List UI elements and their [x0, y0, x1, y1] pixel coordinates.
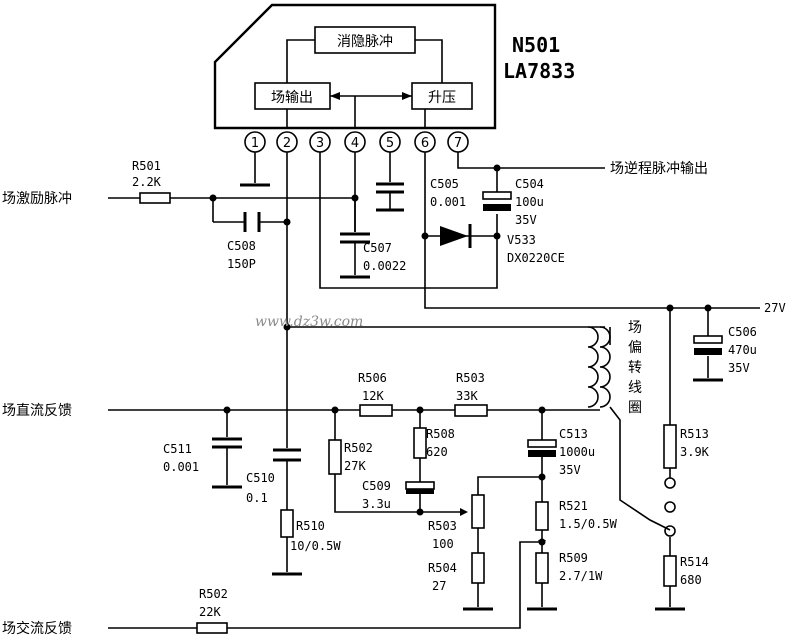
ic-block-output-label: 场输出 — [271, 90, 313, 106]
capacitor-c513 — [527, 439, 557, 448]
pin-2-label: 2 — [283, 136, 291, 151]
label-r503a-ref: R503 — [456, 371, 485, 385]
label-c509-value: 3.3u — [362, 497, 391, 511]
label-r506-value: 12K — [362, 389, 384, 403]
wires — [108, 152, 760, 629]
resistor-r502a — [328, 439, 342, 475]
label-c510-value: 0.1 — [246, 491, 268, 505]
label-r506-ref: R506 — [358, 371, 387, 385]
capacitor-c509 — [405, 481, 435, 490]
label-r521-ref: R521 — [559, 499, 588, 513]
capacitor-c504 — [482, 191, 512, 200]
label-c505-value: 0.001 — [430, 195, 466, 209]
label-r501-ref: R501 — [132, 159, 161, 173]
label-r510-value: 10/0.5W — [290, 539, 341, 553]
yoke-label-5: 圈 — [628, 400, 642, 416]
label-r514-value: 680 — [680, 573, 702, 587]
label-c507-ref: C507 — [363, 241, 392, 255]
junctions — [209, 164, 712, 546]
pin-4-label: 4 — [351, 136, 359, 151]
label-c504-ref: C504 — [515, 177, 544, 191]
ic-part: LA7833 — [503, 59, 575, 83]
label-c508-ref: C508 — [227, 239, 256, 253]
resistor-r503a — [454, 404, 488, 417]
resistor-r508 — [413, 427, 427, 459]
resistor-r504 — [471, 552, 485, 584]
label-c513-value: 1000u — [559, 445, 595, 459]
supply-27v: 27V — [764, 301, 786, 315]
label-r504-value: 27 — [432, 579, 446, 593]
signal-ac-feedback: 场交流反馈 — [2, 620, 72, 637]
label-r502b-value: 22K — [199, 605, 221, 619]
label-c505-ref: C505 — [430, 177, 459, 191]
resistor-r502b — [196, 622, 228, 634]
label-r521-value: 1.5/0.5W — [559, 517, 618, 531]
label-v533-ref: V533 — [507, 233, 536, 247]
pin-7-label: 7 — [454, 136, 462, 151]
yoke-label-3: 转 — [628, 360, 642, 376]
label-r510-ref: R510 — [296, 519, 325, 533]
watermark: www.dz3w.com — [255, 314, 363, 330]
label-r502a-ref: R502 — [344, 441, 373, 455]
label-r513-ref: R513 — [680, 427, 709, 441]
label-c511-ref: C511 — [163, 442, 192, 456]
ic-pins: 1 2 3 4 5 6 7 — [244, 131, 469, 153]
yoke-label-2: 偏 — [628, 340, 642, 356]
label-r501-value: 2.2K — [132, 175, 162, 189]
label-c506-voltage: 35V — [728, 361, 750, 375]
label-c508-value: 150P — [227, 257, 256, 271]
label-r503b-value: 100 — [432, 537, 454, 551]
label-c506-value: 470u — [728, 343, 757, 357]
label-r508-ref: R508 — [426, 427, 455, 441]
resistor-r509 — [535, 552, 549, 584]
diode-v533 — [440, 226, 468, 246]
label-r503b-ref: R503 — [428, 519, 457, 533]
label-r508-value: 620 — [426, 445, 448, 459]
label-c513-voltage: 35V — [559, 463, 581, 477]
label-c507-value: 0.0022 — [363, 259, 406, 273]
label-c504-voltage: 35V — [515, 213, 537, 227]
ic-block-boost-label: 升压 — [428, 90, 456, 106]
label-r509-ref: R509 — [559, 551, 588, 565]
label-c511-value: 0.001 — [163, 460, 199, 474]
resistor-r513 — [663, 424, 677, 469]
ic-n501: 消隐脉冲 场输出 升压 — [213, 3, 497, 130]
resistor-r506 — [359, 404, 393, 417]
label-c504-value: 100u — [515, 195, 544, 209]
resistor-r501 — [139, 192, 171, 204]
label-r513-value: 3.9K — [680, 445, 710, 459]
resistor-r514 — [663, 555, 677, 587]
component-labels: R501 2.2K C508 150P C507 0.0022 C505 0.0… — [132, 159, 757, 619]
label-c513-ref: C513 — [559, 427, 588, 441]
capacitor-c506 — [693, 335, 723, 344]
resistor-r510 — [280, 509, 294, 538]
ic-ref: N501 — [512, 33, 560, 57]
ic-block-blanking-label: 消隐脉冲 — [337, 34, 393, 50]
resistor-r521 — [535, 501, 549, 531]
component-bodies — [139, 191, 723, 634]
signal-excitation: 场激励脉冲 — [2, 190, 72, 207]
yoke-label-4: 线 — [628, 380, 642, 396]
signal-flyback-out: 场逆程脉冲输出 — [610, 161, 708, 177]
signal-dc-feedback: 场直流反馈 — [2, 402, 72, 419]
pin-1-label: 1 — [251, 136, 259, 151]
label-c506-ref: C506 — [728, 325, 757, 339]
pin-3-label: 3 — [316, 136, 324, 151]
label-r514-ref: R514 — [680, 555, 709, 569]
label-c509-ref: C509 — [362, 479, 391, 493]
label-r502b-ref: R502 — [199, 587, 228, 601]
label-r503a-value: 33K — [456, 389, 478, 403]
pin-6-label: 6 — [421, 136, 429, 151]
pin-5-label: 5 — [386, 136, 394, 151]
yoke-label-1: 场 — [628, 320, 642, 336]
potentiometer-r503b — [471, 494, 485, 529]
label-v533-value: DX0220CE — [507, 251, 565, 265]
label-r504-ref: R504 — [428, 561, 457, 575]
label-r509-value: 2.7/1W — [559, 569, 603, 583]
label-c510-ref: C510 — [246, 471, 275, 485]
label-r502a-value: 27K — [344, 459, 366, 473]
